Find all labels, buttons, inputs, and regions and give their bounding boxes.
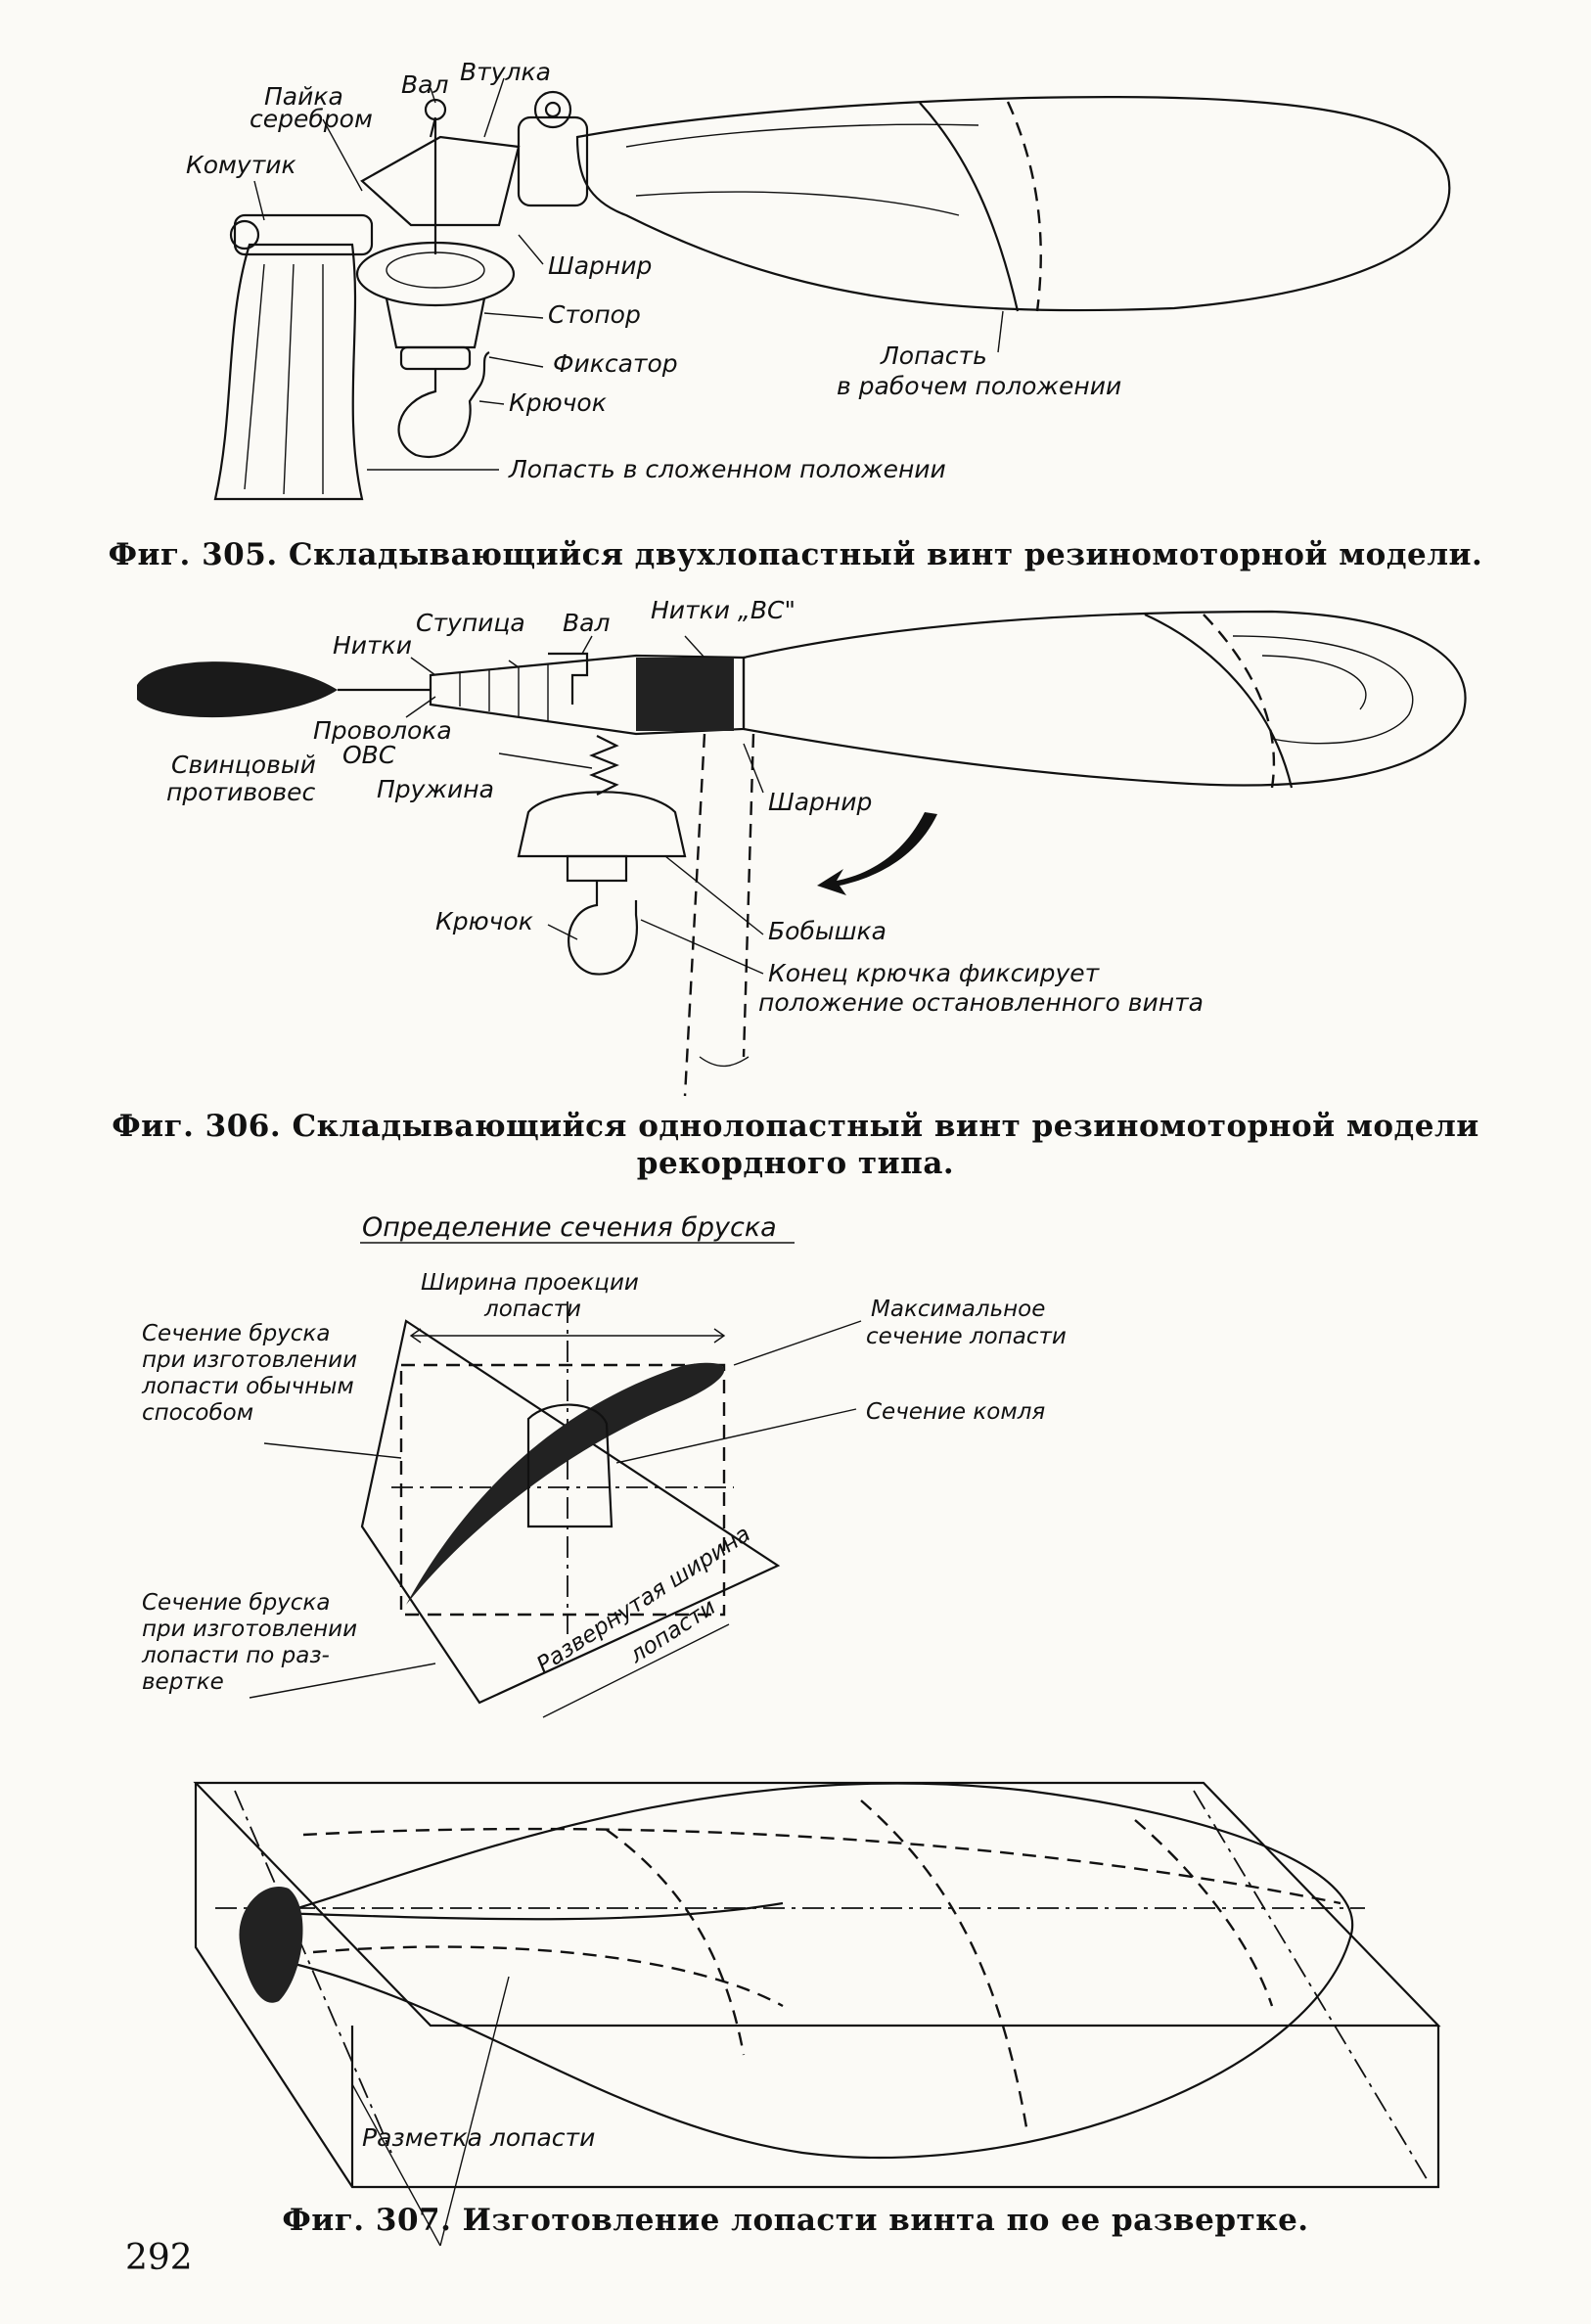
fig306-label-konets-2: положение остановленного винта bbox=[758, 988, 1204, 1017]
fig306-label-protivoves-1: Свинцовый bbox=[171, 751, 316, 779]
fig305-label-fiksator: Фиксатор bbox=[553, 349, 678, 378]
fig305-label-vtulka: Втулка bbox=[460, 58, 551, 86]
fig307-label-obych-4: способом bbox=[142, 1400, 253, 1426]
fig307-block bbox=[193, 1781, 1441, 2247]
fig305-label-lopast-rab-1: Лопасть bbox=[880, 342, 987, 370]
fig307-label-komlya: Сечение комля bbox=[866, 1399, 1045, 1425]
fig307-label-max-2: сечение лопасти bbox=[866, 1324, 1067, 1349]
fig305-label-payka-1: Пайка bbox=[264, 82, 343, 111]
fig306-rotation-arrow bbox=[817, 812, 937, 895]
fig306-counterweight bbox=[137, 661, 431, 718]
figure-306-drawing: Ступица Вал Нитки „ВС" Нитки Проволока О… bbox=[137, 596, 1467, 1097]
fig307-label-obych-2: при изготовлении bbox=[142, 1347, 357, 1373]
fig306-label-sharnir: Шарнир bbox=[768, 788, 872, 816]
fig305-label-stopor: Стопор bbox=[548, 300, 641, 329]
fig306-hook bbox=[568, 881, 638, 976]
fig307-label-razv-2: при изготовлении bbox=[142, 1617, 357, 1642]
fig305-caption: Фиг. 305. Складывающийся двухлопастный в… bbox=[108, 537, 1483, 572]
fig306-label-provoloka-2: ОВС bbox=[342, 741, 396, 769]
fig306-hub bbox=[429, 652, 746, 736]
fig306-caption-line1: Фиг. 306. Складывающийся однолопастный в… bbox=[112, 1109, 1479, 1144]
fig305-label-sharnir: Шарнир bbox=[548, 251, 652, 280]
fig305-leaders bbox=[253, 77, 1004, 471]
figure-307-drawing: Определение сечения бруска Ширина проекц… bbox=[141, 1212, 1441, 2247]
fig307-label-max-1: Максимальное bbox=[871, 1297, 1045, 1322]
fig305-label-payka-2: серебром bbox=[250, 105, 373, 133]
fig307-caption: Фиг. 307. Изготовление лопасти винта по … bbox=[282, 2203, 1309, 2238]
fig305-blade-working bbox=[575, 96, 1451, 312]
fig305-hub bbox=[360, 90, 589, 254]
fig307-label-shirina-1: Ширина проекции bbox=[421, 1270, 639, 1296]
fig306-label-protivoves-2: противовес bbox=[166, 778, 315, 806]
fig306-caption-line2: рекордного типа. bbox=[636, 1146, 955, 1181]
fig305-stop-disc bbox=[355, 241, 516, 371]
figure-305-drawing: Пайка серебром Вал Втулка Комутик Шарнир… bbox=[186, 58, 1451, 501]
fig307-label-razv-1: Сечение бруска bbox=[142, 1590, 330, 1616]
fig307-label-obych-3: лопасти обычным bbox=[141, 1374, 354, 1399]
fig305-label-val: Вал bbox=[401, 70, 448, 99]
fig307-section-diagram bbox=[249, 1301, 862, 1718]
fig306-label-stupitsa: Ступица bbox=[416, 609, 525, 637]
fig306-label-bobyshka: Бобышка bbox=[768, 917, 886, 945]
fig305-label-lopast-rab-2: в рабочем положении bbox=[837, 372, 1121, 400]
fig306-blade bbox=[742, 610, 1467, 789]
fig306-label-konets-1: Конец крючка фиксирует bbox=[768, 959, 1101, 987]
fig306-leaders bbox=[405, 635, 764, 975]
fig307-label-shirina-2: лопасти bbox=[483, 1297, 581, 1322]
fig307-label-razmetka: Разметка лопасти bbox=[362, 2123, 595, 2152]
fig305-label-lopast-sl: Лопасть в сложенном положении bbox=[508, 455, 946, 483]
fig307-label-obych-1: Сечение бруска bbox=[142, 1321, 330, 1346]
fig306-spring-boss bbox=[517, 735, 687, 883]
fig307-label-razv-4: вертке bbox=[142, 1669, 224, 1695]
fig306-label-val: Вал bbox=[563, 609, 610, 637]
fig306-label-nitki: Нитки bbox=[333, 631, 412, 660]
fig307-title: Определение сечения бруска bbox=[362, 1212, 777, 1243]
fig305-blade-folded bbox=[213, 213, 374, 501]
page-number: 292 bbox=[125, 2238, 193, 2278]
fig306-label-nitki-vs: Нитки „ВС" bbox=[651, 596, 796, 624]
fig307-label-razv-3: лопасти по раз- bbox=[141, 1643, 330, 1668]
fig306-label-pruzhina: Пружина bbox=[377, 775, 494, 803]
fig306-label-kryuchok: Крючок bbox=[435, 907, 533, 935]
fig305-label-kryuchok: Крючок bbox=[509, 388, 607, 417]
fig305-hook bbox=[397, 351, 490, 458]
fig305-label-komutik: Комутик bbox=[186, 151, 296, 179]
fig306-label-provoloka-1: Проволока bbox=[313, 716, 452, 745]
fig306-blade-folded bbox=[683, 733, 755, 1097]
